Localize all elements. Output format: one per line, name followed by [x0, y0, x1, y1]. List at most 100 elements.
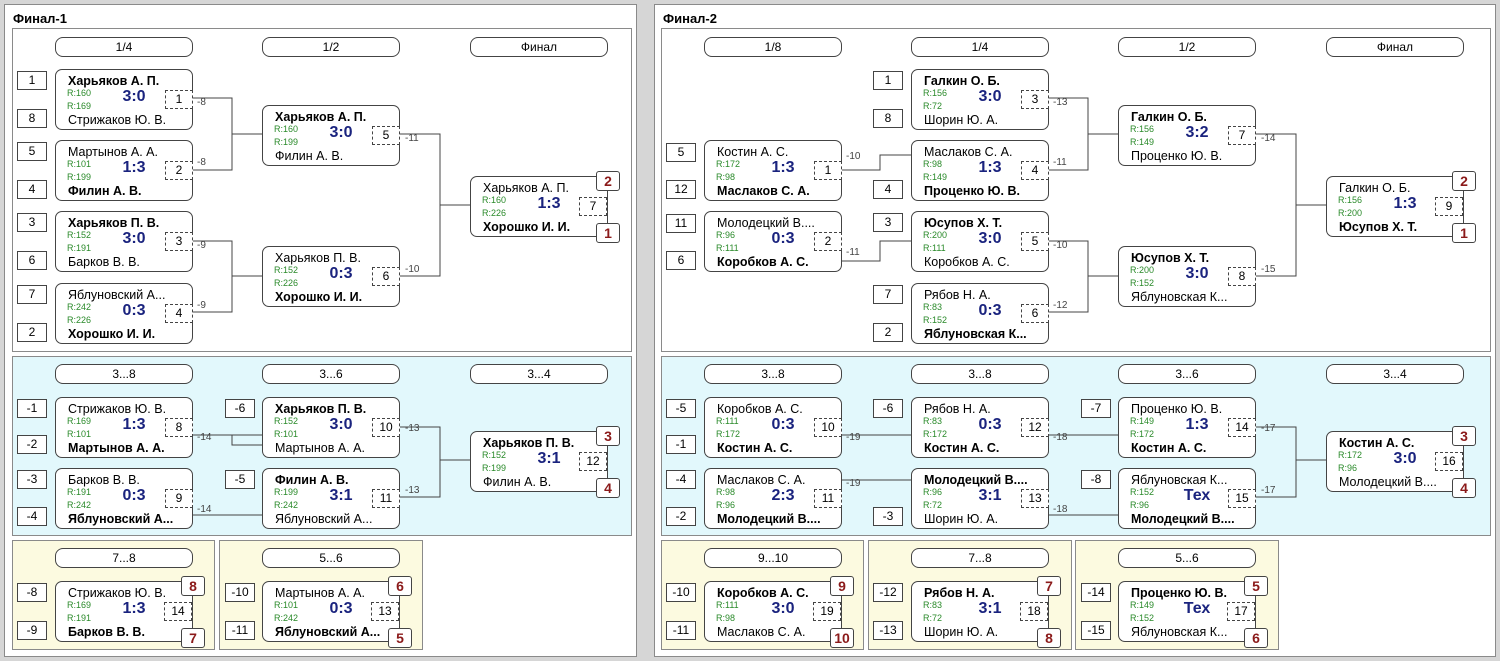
- round-header: Финал: [1326, 37, 1464, 57]
- player-1-name: Филин А. В.: [275, 473, 349, 487]
- player-1-name: Молодецкий В....: [924, 473, 1028, 487]
- seed-box: 2: [17, 323, 47, 342]
- player-2-name: Хорошко И. И.: [275, 290, 363, 304]
- match-score: 3:0: [122, 88, 146, 105]
- seed-box: -5: [225, 470, 255, 489]
- player-2-name: Яблуновский А...: [275, 625, 381, 639]
- player-2-rating: R:111: [716, 243, 739, 253]
- match-score: 3:0: [1185, 265, 1209, 282]
- player-1-rating: R:98: [923, 159, 943, 169]
- match-number: 9: [1435, 197, 1463, 216]
- match-score: 3:0: [329, 124, 353, 141]
- match-number: 13: [371, 602, 399, 621]
- place-badge-1: 3: [596, 426, 620, 446]
- seed-box: -11: [225, 621, 255, 640]
- player-2-rating: R:172: [923, 429, 948, 439]
- round-header: 3...6: [1118, 364, 1256, 384]
- seed-box: -12: [873, 583, 903, 602]
- seed-box: -10: [225, 583, 255, 602]
- round-header: 3...4: [1326, 364, 1464, 384]
- seed-box: -2: [666, 507, 696, 526]
- match-number: 6: [1021, 304, 1049, 323]
- round-header: 1/8: [704, 37, 842, 57]
- loser-link-label: -12: [1053, 300, 1068, 311]
- match-score: 1:3: [537, 195, 561, 212]
- loser-link-label: -13: [405, 423, 420, 434]
- seed-box: 1: [873, 71, 903, 90]
- final-1-title: Финал-1: [13, 11, 67, 26]
- match-number: 18: [1020, 602, 1048, 621]
- player-1-name: Харьяков П. В.: [275, 251, 361, 265]
- player-1-name: Юсупов Х. Т.: [924, 216, 1003, 230]
- match-score: 0:3: [771, 416, 795, 433]
- player-2-name: Яблуновский А...: [275, 512, 373, 526]
- player-1-rating: R:96: [923, 487, 943, 497]
- seed-box: 5: [666, 143, 696, 162]
- player-1-rating: R:156: [1130, 124, 1155, 134]
- seed-box: -10: [666, 583, 696, 602]
- final-2-title: Финал-2: [663, 11, 717, 26]
- player-2-name: Яблуновский А...: [68, 512, 174, 526]
- match-score: 1:3: [1185, 416, 1209, 433]
- loser-link-label: -18: [1053, 432, 1068, 443]
- player-2-rating: R:72: [923, 500, 943, 510]
- player-1-name: Мартынов А. А.: [275, 586, 365, 600]
- loser-link-label: -17: [1261, 423, 1276, 434]
- match-number: 6: [372, 267, 400, 286]
- player-1-rating: R:83: [923, 416, 943, 426]
- player-2-rating: R:149: [1130, 137, 1155, 147]
- player-1-name: Молодецкий В....: [717, 216, 815, 230]
- match-score: 3:1: [329, 487, 353, 504]
- player-2-rating: R:200: [1338, 208, 1363, 218]
- player-2-name: Проценко Ю. В.: [924, 184, 1020, 198]
- seed-box: -11: [666, 621, 696, 640]
- match-number: 4: [1021, 161, 1049, 180]
- player-2-name: Шорин Ю. А.: [924, 113, 999, 127]
- player-2-rating: R:226: [274, 278, 299, 288]
- match-score: 3:0: [978, 88, 1002, 105]
- player-2-rating: R:101: [67, 429, 92, 439]
- match-number: 19: [813, 602, 841, 621]
- player-1-rating: R:152: [1130, 487, 1155, 497]
- seed-box: 11: [666, 214, 696, 233]
- round-header: 3...8: [911, 364, 1049, 384]
- player-1-rating: R:111: [716, 416, 739, 426]
- player-1-rating: R:160: [482, 195, 507, 205]
- player-1-name: Рябов Н. А.: [924, 402, 991, 416]
- player-1-rating: R:169: [67, 600, 92, 610]
- loser-link-label: -8: [197, 97, 206, 108]
